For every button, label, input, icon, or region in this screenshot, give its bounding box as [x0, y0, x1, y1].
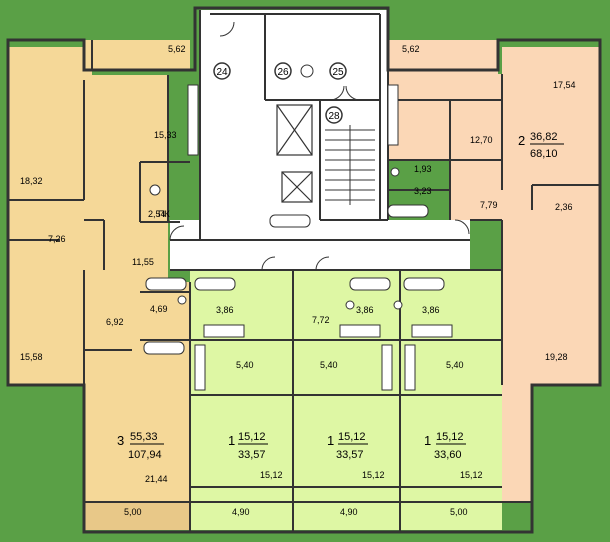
apartment-2-labels: 5,62 17,54 12,70 1,93 3,23 7,79 2,36 19,… [402, 44, 576, 362]
area-label: 3,86 [422, 305, 440, 315]
area-label: 1,93 [414, 164, 432, 174]
apartment-1b-labels: 7,72 3,86 5,40 15,12 4,90 1 15,12 33,57 [312, 305, 385, 517]
rooms-count: 2 [518, 133, 525, 148]
area-label: ПК [158, 209, 170, 219]
area-label: 3,23 [414, 186, 432, 196]
stair-label-25: 25 [332, 67, 344, 78]
apartment-3-fill [8, 40, 190, 530]
elevator-icon [276, 104, 313, 156]
living-area: 55,33 [130, 431, 158, 443]
total-area: 33,57 [238, 449, 266, 461]
area-label: 3,86 [356, 305, 374, 315]
area-label: 4,69 [150, 304, 168, 314]
area-label: 5,00 [450, 507, 468, 517]
area-label: 21,44 [145, 474, 168, 484]
stair-label-28: 28 [328, 111, 340, 122]
bathtubs [143, 204, 445, 355]
elevator-icon [281, 171, 313, 203]
area-label: 5,40 [236, 360, 254, 370]
stair-markers: 24 26 25 28 [213, 62, 347, 124]
area-label: 5,40 [446, 360, 464, 370]
living-area: 36,82 [530, 131, 558, 143]
area-label: 3,86 [216, 305, 234, 315]
total-area: 33,57 [336, 449, 364, 461]
area-label: 7,72 [312, 315, 330, 325]
total-area: 68,10 [530, 148, 558, 160]
area-label: 12,70 [470, 135, 493, 145]
apartment-2-fill [388, 40, 600, 502]
area-label: 7,26 [48, 234, 66, 244]
living-area: 15,12 [436, 431, 464, 443]
stair-flight [325, 125, 375, 205]
walls [6, 6, 602, 534]
area-label: 5,62 [402, 44, 420, 54]
stair-label-26: 26 [277, 67, 289, 78]
area-label: 5,00 [124, 507, 142, 517]
apartment-3-labels: 5,62 18,32 15,33 2,54 ПК 7,26 11,55 6,92… [20, 44, 186, 517]
apartment-1c-labels: 3,86 5,40 15,12 5,00 1 15,12 33,60 [422, 305, 483, 517]
area-label: 5,40 [320, 360, 338, 370]
area-label: 15,12 [362, 470, 385, 480]
area-label: 17,54 [553, 80, 576, 90]
area-label: 5,62 [168, 44, 186, 54]
rooms-count: 3 [117, 433, 124, 448]
rooms-count: 1 [228, 433, 235, 448]
area-label: 2,54 [148, 209, 166, 219]
area-label: 19,28 [545, 352, 568, 362]
area-label: 11,55 [132, 257, 154, 267]
rooms-count: 1 [327, 433, 334, 448]
area-label: 15,12 [460, 470, 483, 480]
area-label: 4,90 [232, 507, 250, 517]
area-label: 2,36 [555, 202, 573, 212]
stair-label-24: 24 [216, 67, 228, 78]
area-label: 18,32 [20, 176, 43, 186]
living-area: 15,12 [238, 431, 266, 443]
apartment-1-fill [190, 270, 502, 530]
total-area: 33,60 [434, 449, 462, 461]
area-label: 15,33 [154, 130, 177, 140]
area-label: 6,92 [106, 317, 124, 327]
kitchen-counters [187, 84, 453, 391]
area-label: 7,79 [480, 200, 498, 210]
area-label: 15,12 [260, 470, 283, 480]
doors [169, 21, 470, 271]
living-area: 15,12 [338, 431, 366, 443]
apartment-1a-labels: 3,86 5,40 15,12 4,90 1 15,12 33,57 [216, 305, 283, 517]
rooms-count: 1 [424, 433, 431, 448]
elevator-shafts [276, 104, 313, 203]
area-label: 4,90 [340, 507, 358, 517]
total-area: 107,94 [128, 449, 162, 461]
toilets [149, 167, 403, 310]
area-label: 15,58 [20, 352, 43, 362]
